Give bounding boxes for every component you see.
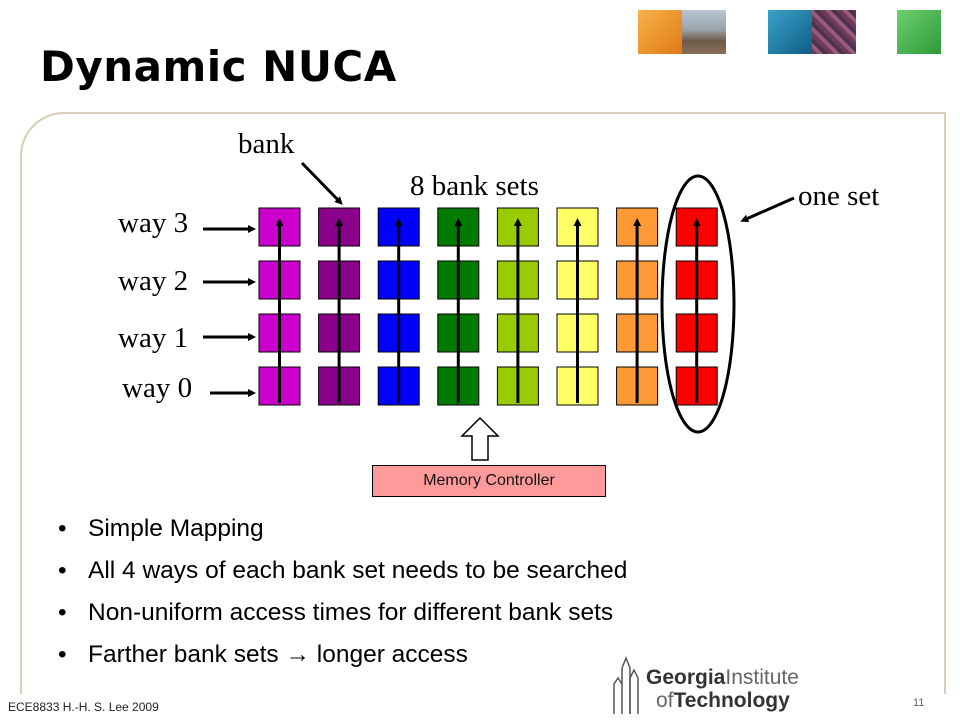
- green-thumbnail: [897, 10, 941, 54]
- logo-institute: Institute: [725, 666, 799, 689]
- campus-photo-thumbnail: [682, 10, 726, 54]
- orange-thumbnail: [638, 10, 682, 54]
- georgia-tech-logo: GeorgiaInstitute ofTechnology: [613, 655, 799, 714]
- bullet-item: Non-uniform access times for different b…: [58, 592, 627, 634]
- bank-set-arrows: [275, 218, 701, 403]
- logo-of: of: [656, 689, 674, 712]
- svg-text:GeorgiaInstitute: GeorgiaInstitute: [646, 666, 799, 689]
- bank-sets-label: 8 bank sets: [410, 170, 539, 202]
- bullet-item: Farther bank sets → longer access: [58, 634, 627, 676]
- way-arrows: [203, 225, 256, 397]
- page-number: 11: [913, 697, 925, 709]
- svg-text:ofTechnology: ofTechnology: [656, 689, 790, 712]
- bank-label: bank: [238, 128, 295, 160]
- content-frame: [20, 112, 946, 694]
- memory-controller-up-arrow: [460, 416, 500, 461]
- way-2-label: way 2: [118, 265, 189, 297]
- way-3-label: way 3: [118, 207, 189, 239]
- circuit-photo-thumbnail: [812, 10, 856, 54]
- way-1-label: way 1: [118, 322, 189, 354]
- logo-georgia: Georgia: [646, 666, 726, 689]
- slide-title: Dynamic NUCA: [40, 42, 397, 91]
- footer-text: ECE8833 H.-H. S. Lee 2009: [8, 700, 159, 714]
- bullet-item: Simple Mapping: [58, 508, 627, 550]
- one-set-label: one set: [798, 180, 880, 212]
- memory-controller-box: Memory Controller: [372, 465, 606, 497]
- one-set-ellipse: [660, 174, 736, 434]
- bullet-item: All 4 ways of each bank set needs to be …: [58, 550, 627, 592]
- bullet-list: Simple Mapping All 4 ways of each bank s…: [58, 508, 627, 676]
- blue-thumbnail: [768, 10, 812, 54]
- one-set-pointer-arrow: [740, 196, 795, 223]
- bank-pointer-arrow: [300, 161, 343, 205]
- bank-grid: [258, 207, 718, 406]
- logo-technology: Technology: [674, 689, 791, 712]
- way-0-label: way 0: [122, 372, 193, 404]
